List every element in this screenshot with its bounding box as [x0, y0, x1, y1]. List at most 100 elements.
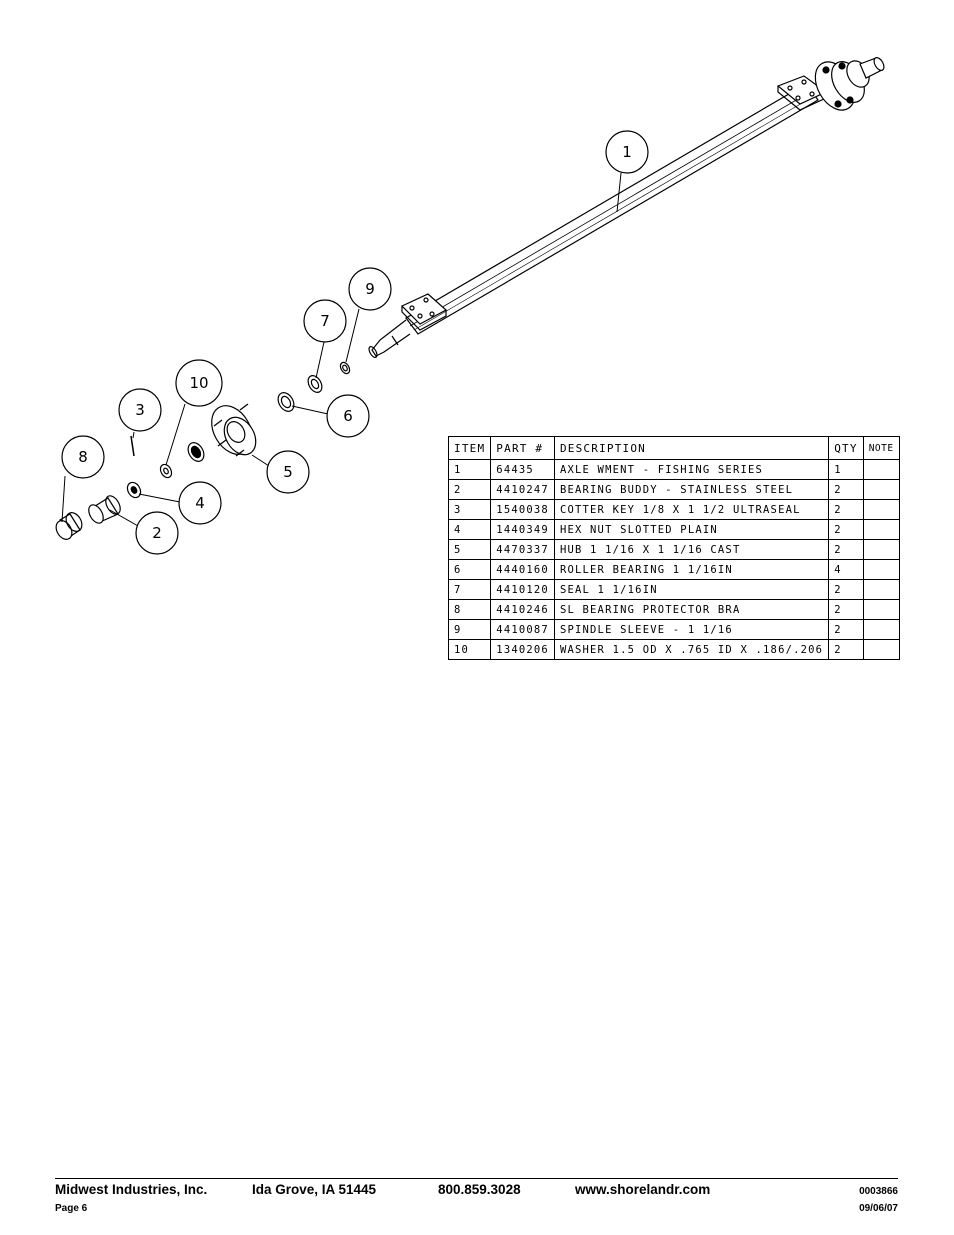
cell-qty: 2	[828, 599, 864, 620]
header-item: ITEM	[447, 436, 492, 460]
leader-lines	[61, 172, 622, 527]
cell-item: 2	[447, 479, 492, 500]
footer-website: www.shorelandr.com	[575, 1182, 711, 1197]
callout-balloons: 1 2 3 4 5 6 7 8	[61, 130, 649, 555]
footer-rule	[55, 1178, 898, 1179]
cell-qty: 2	[828, 619, 864, 640]
cell-item: 6	[447, 559, 492, 580]
callout-10: 10	[175, 359, 223, 407]
cell-description: HEX NUT SLOTTED PLAIN	[553, 519, 830, 540]
cell-part-number: 4410247	[490, 479, 555, 500]
part-7-seal-icon	[307, 375, 323, 393]
part-5-hub-icon	[211, 403, 257, 457]
header-note: NOTE	[862, 436, 900, 460]
svg-text:7: 7	[320, 312, 330, 330]
footer-doc-number: 0003866	[859, 1186, 898, 1197]
cell-description: HUB 1 1/16 X 1 1/16 CAST	[553, 539, 830, 560]
cell-part-number: 4410120	[490, 579, 555, 600]
right-hub-assembly	[776, 57, 885, 111]
cell-note	[862, 519, 900, 540]
cell-item: 1	[447, 459, 492, 480]
cell-part-number: 1540038	[490, 499, 555, 520]
cell-description: AXLE WMENT - FISHING SERIES	[553, 459, 830, 480]
axle-tube	[368, 83, 819, 359]
cell-item: 7	[447, 579, 492, 600]
cell-part-number: 4470337	[490, 539, 555, 560]
svg-text:5: 5	[283, 463, 293, 481]
callout-3: 3	[118, 388, 162, 432]
part-10-washer-icon	[159, 463, 173, 479]
svg-text:1: 1	[622, 143, 632, 161]
cell-note	[862, 559, 900, 580]
callout-7: 7	[303, 299, 347, 343]
svg-text:3: 3	[135, 401, 145, 419]
cell-qty: 2	[828, 539, 864, 560]
header-part-number: PART #	[490, 436, 555, 460]
cell-note	[862, 459, 900, 480]
svg-text:10: 10	[189, 374, 208, 392]
cell-item: 4	[447, 519, 492, 540]
table-header-row: ITEM PART # DESCRIPTION QTY NOTE	[447, 436, 900, 460]
cell-description: SPINDLE SLEEVE - 1 1/16	[553, 619, 830, 640]
cell-part-number: 64435	[490, 459, 555, 480]
part-4-hex-nut-icon	[126, 481, 142, 499]
cell-item: 3	[447, 499, 492, 520]
callout-2: 2	[135, 511, 179, 555]
cell-note	[862, 579, 900, 600]
cell-note	[862, 479, 900, 500]
cell-part-number: 4440160	[490, 559, 555, 580]
svg-text:6: 6	[343, 407, 353, 425]
cell-qty: 2	[828, 639, 864, 660]
footer-company: Midwest Industries, Inc.	[55, 1182, 208, 1197]
cell-qty: 2	[828, 479, 864, 500]
cell-description: COTTER KEY 1/8 X 1 1/2 ULTRASEAL	[553, 499, 830, 520]
cell-description: ROLLER BEARING 1 1/16IN	[553, 559, 830, 580]
cell-item: 10	[447, 639, 492, 660]
cell-item: 9	[447, 619, 492, 640]
callout-4: 4	[178, 481, 222, 525]
footer-page: Page 6	[55, 1203, 88, 1214]
svg-text:8: 8	[78, 448, 88, 466]
cell-description: WASHER 1.5 OD X .765 ID X .186/.206	[553, 639, 830, 660]
callout-9: 9	[348, 267, 392, 311]
cell-note	[862, 499, 900, 520]
cell-part-number: 4410246	[490, 599, 555, 620]
cell-qty: 2	[828, 519, 864, 540]
header-description: DESCRIPTION	[553, 436, 830, 460]
cell-description: SEAL 1 1/16IN	[553, 579, 830, 600]
svg-text:2: 2	[152, 524, 162, 542]
footer-phone: 800.859.3028	[438, 1182, 521, 1197]
part-8-protector-icon	[55, 512, 83, 540]
cell-qty: 1	[828, 459, 864, 480]
cell-description: BEARING BUDDY - STAINLESS STEEL	[553, 479, 830, 500]
part-2-bearing-buddy-icon	[88, 495, 121, 524]
svg-text:4: 4	[195, 494, 205, 512]
cell-description: SL BEARING PROTECTOR BRA	[553, 599, 830, 620]
cell-note	[862, 619, 900, 640]
callout-5: 5	[266, 450, 310, 494]
cell-note	[862, 599, 900, 620]
cell-item: 5	[447, 539, 492, 560]
cell-qty: 2	[828, 579, 864, 600]
part-9-sleeve-icon	[339, 361, 351, 375]
footer-date: 09/06/07	[859, 1203, 898, 1214]
part-3-cotter-key-icon	[130, 435, 135, 457]
cell-part-number: 1340206	[490, 639, 555, 660]
cell-item: 8	[447, 599, 492, 620]
header-qty: QTY	[828, 436, 864, 460]
callout-1: 1	[605, 130, 649, 174]
part-6-bearing-icon	[187, 392, 295, 462]
cell-note	[862, 539, 900, 560]
